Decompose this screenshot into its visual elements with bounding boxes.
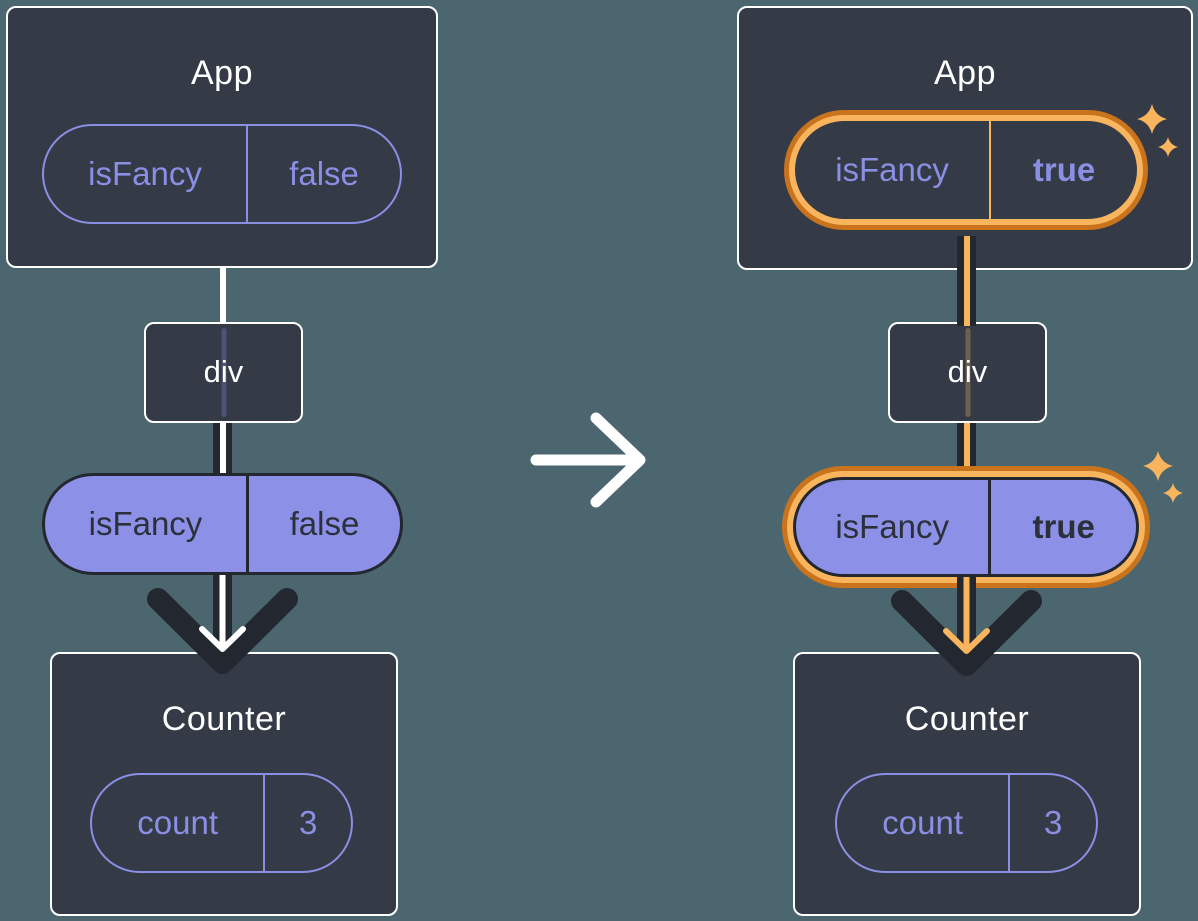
sparkles-icon <box>1143 451 1183 503</box>
state-pill-isfancy-after: isFancy true <box>795 121 1137 219</box>
sparkle-small <box>1163 483 1183 503</box>
prop-name: isFancy <box>45 476 249 572</box>
connector-core <box>219 423 226 475</box>
prop-value: true <box>1032 508 1095 545</box>
component-title: Counter <box>161 700 287 738</box>
div-node-card-before: div <box>144 322 303 423</box>
connector-app-to-div-before <box>220 268 226 324</box>
state-value: 3 <box>298 804 318 841</box>
passthrough-line <box>965 328 970 417</box>
node-label: div <box>947 354 988 389</box>
connector-core <box>963 423 970 479</box>
state-value: true <box>1032 151 1096 188</box>
state-pill-count-before: count 3 <box>90 773 353 873</box>
state-name: isFancy <box>795 121 992 219</box>
prop-pill-isfancy-after: isFancy true <box>793 477 1139 577</box>
connector-div-to-prop-after <box>957 423 976 479</box>
passthrough-line <box>221 328 226 417</box>
prop-value: false <box>289 505 360 542</box>
connector-div-to-prop-before <box>213 423 232 475</box>
component-title: App <box>934 54 996 92</box>
arrow-core-head <box>943 628 990 654</box>
state-name: count <box>92 775 266 871</box>
component-title: App <box>191 54 253 92</box>
arrow-head <box>590 412 646 508</box>
component-title: Counter <box>904 700 1030 738</box>
arrow-core-head <box>199 626 246 652</box>
state-name: count <box>837 775 1011 871</box>
state-name: isFancy <box>44 126 249 222</box>
prop-pill-isfancy-before: isFancy false <box>42 473 403 575</box>
prop-name: isFancy <box>796 480 992 574</box>
transition-arrow-icon <box>530 412 646 508</box>
state-pill-count-after: count 3 <box>835 773 1098 873</box>
sparkle-large <box>1143 451 1173 481</box>
div-node-card-after: div <box>888 322 1047 423</box>
state-value: false <box>289 155 359 192</box>
state-pill-isfancy-before: isFancy false <box>42 124 402 224</box>
node-label: div <box>203 354 244 389</box>
connector-app-to-div-after <box>957 236 976 326</box>
connector-core <box>963 236 970 326</box>
state-value: 3 <box>1043 804 1063 841</box>
